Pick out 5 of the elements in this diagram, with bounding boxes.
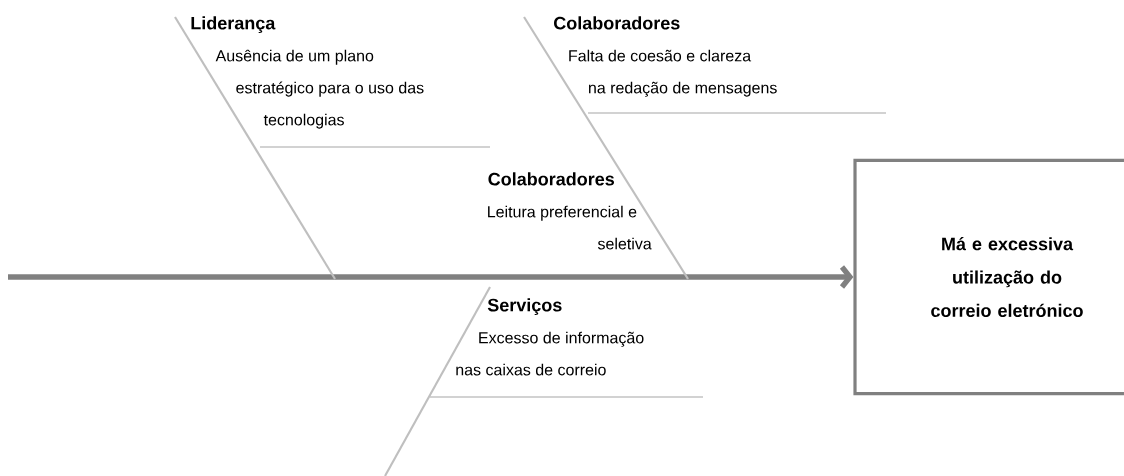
cause-label: Liderança Ausência de um plano estratégico para o uso das tecnologias: [191, 16, 424, 129]
bone-line: [384, 286, 491, 476]
cause-label: Serviços Excesso de informação nas caixas de correio: [456, 298, 644, 376]
spine-arrow: [8, 265, 854, 289]
effect-box: Má e excessiva utilização do correio eletrónico: [853, 158, 1124, 396]
